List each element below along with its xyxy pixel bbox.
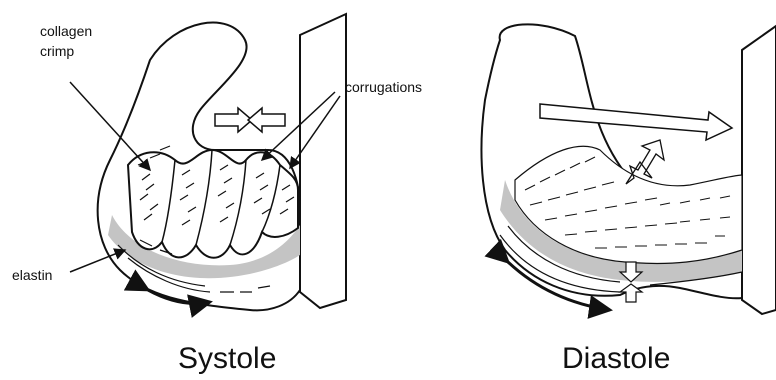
label-collagen: collagen: [40, 23, 92, 39]
diastole-panel: Diastole: [482, 24, 776, 375]
label-systole: Systole: [178, 342, 276, 375]
diastole-wall: [742, 26, 776, 314]
label-crimp: crimp: [40, 43, 74, 59]
label-elastin: elastin: [12, 267, 52, 283]
systole-compression-arrows: [215, 108, 285, 132]
diastole-thickness-arrow: [626, 140, 664, 184]
label-diastole: Diastole: [562, 342, 670, 375]
label-corrugations: corrugations: [345, 79, 422, 95]
systole-panel: collagen crimp corrugations elastin Syst…: [12, 14, 422, 375]
systole-wall: [300, 14, 346, 308]
